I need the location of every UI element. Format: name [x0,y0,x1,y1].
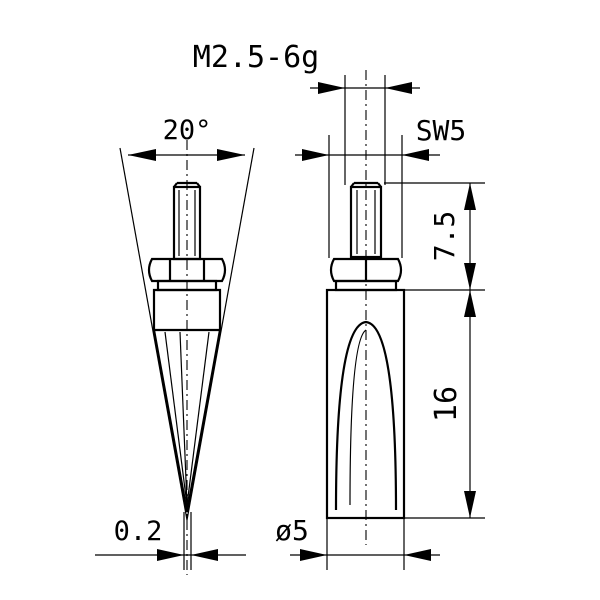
cylinder-flat-face [334,320,398,511]
cone-body [152,288,222,513]
cone-probe-view: 20° 0.2 [95,115,255,575]
thread-dimension: M2.5-6g [193,40,420,185]
tip-dimension: 0.2 [95,512,246,570]
length-upper-label: 7.5 [428,211,461,262]
cylinder-probe-view: M2.5-6g SW5 7.5 16 [193,40,485,570]
diameter-dimension: ø5 [275,514,440,570]
angle-dimension: 20° [128,115,245,161]
cylinder-highlight [349,329,367,506]
cone-thread-stud [172,181,202,261]
cylinder-hex-nut [329,257,403,283]
taper-line-left [119,147,188,521]
length-lower-label: 16 [429,386,464,422]
length-dimensions: 7.5 16 [384,182,485,519]
taper-line-right [186,147,255,521]
wrench-size-dimension: SW5 [295,114,466,258]
thread-label: M2.5-6g [193,40,319,75]
angle-label: 20° [163,115,212,146]
diameter-label: ø5 [275,514,309,547]
cylinder-body [325,288,406,520]
cone-highlight-right [186,331,210,506]
cone-hex-nut [147,257,227,283]
tip-label: 0.2 [114,516,163,547]
cone-highlight-left [164,331,188,506]
cylinder-thread-stud [349,181,383,259]
cone-highlight-mid [179,331,188,506]
wrench-size-label: SW5 [416,114,467,147]
